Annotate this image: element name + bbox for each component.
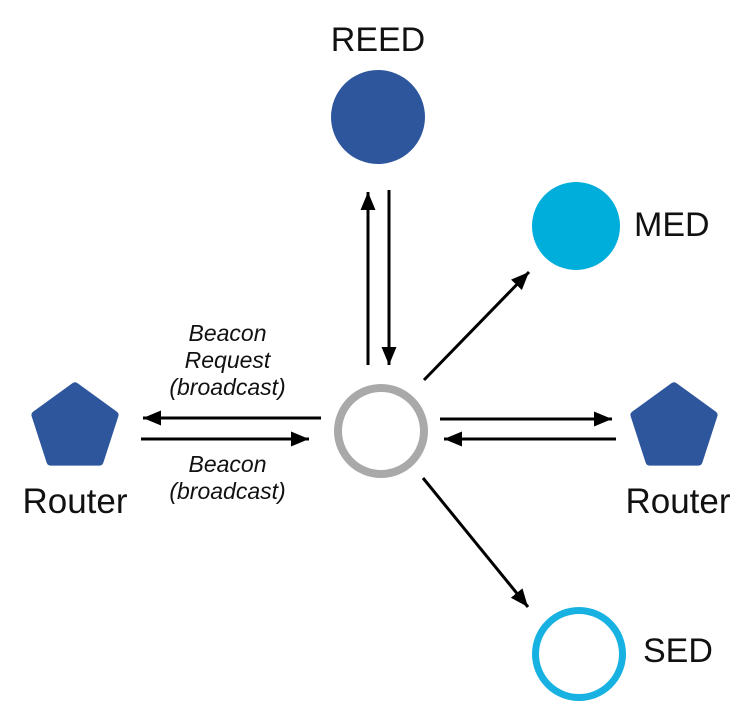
- router-right-pentagon-icon: [630, 382, 718, 466]
- med-node: [532, 182, 620, 270]
- router-left-label: Router: [22, 482, 128, 521]
- beacon-edge-label: Beacon (broadcast): [169, 451, 286, 504]
- beacon-request-edge-label: Beacon Request (broadcast): [169, 320, 286, 400]
- reed-node: [331, 70, 425, 164]
- arrow-joiner-to-med: [422, 270, 531, 382]
- reed-node-label: REED: [330, 21, 426, 59]
- router-right-label: Router: [625, 482, 731, 521]
- router-left-pentagon-icon: [31, 382, 119, 466]
- sed-node: [532, 607, 626, 701]
- arrow-joiner-to-sed: [421, 477, 530, 608]
- joining-device-node: [334, 384, 428, 478]
- sed-node-label: SED: [643, 632, 713, 670]
- med-node-label: MED: [634, 206, 710, 244]
